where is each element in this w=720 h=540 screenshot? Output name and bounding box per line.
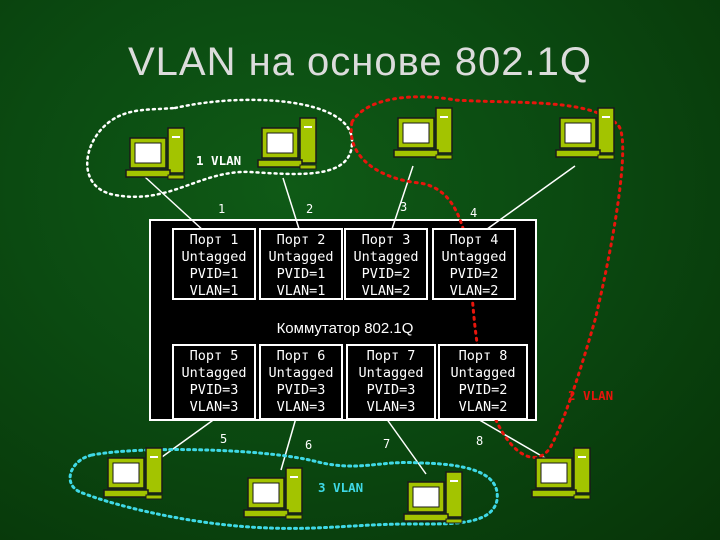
link-line-7 [385, 417, 427, 475]
port-5-pvid: PVID=3 [189, 382, 239, 398]
port-8-mode: Untagged [450, 365, 516, 381]
switch-caption: Коммутатор 802.1Q [276, 320, 414, 337]
port-1-box: Порт 1 Untagged PVID=1 VLAN=1 [172, 228, 256, 300]
port-2-name: Порт 2 [276, 232, 326, 248]
link-line-8 [475, 417, 553, 463]
port-6-name: Порт 6 [276, 348, 326, 364]
port-2-vlan: VLAN=1 [276, 283, 326, 299]
link-number-1: 1 [218, 202, 226, 216]
port-3-mode: Untagged [353, 249, 419, 265]
link-number-7: 7 [383, 437, 391, 451]
port-8-vlan: VLAN=2 [458, 399, 508, 415]
port-1-vlan: VLAN=1 [189, 283, 239, 299]
vlan2-outline [349, 95, 625, 459]
port-1-name: Порт 1 [189, 232, 239, 248]
port-4-box: Порт 4 Untagged PVID=2 VLAN=2 [432, 228, 516, 300]
computer-7-icon [403, 471, 463, 524]
computer-3-icon [393, 107, 453, 160]
port-5-box: Порт 5 Untagged PVID=3 VLAN=3 [172, 344, 256, 420]
port-6-mode: Untagged [268, 365, 334, 381]
port-5-name: Порт 5 [189, 348, 239, 364]
port-8-pvid: PVID=2 [458, 382, 508, 398]
vlan3-outline [68, 448, 499, 530]
link-line-3 [390, 165, 414, 233]
link-number-6: 6 [305, 438, 313, 452]
link-number-3: 3 [400, 200, 408, 214]
port-7-pvid: PVID=3 [366, 382, 416, 398]
port-6-box: Порт 6 Untagged PVID=3 VLAN=3 [259, 344, 343, 420]
port-2-mode: Untagged [268, 249, 334, 265]
computer-2-icon [257, 117, 317, 170]
port-7-mode: Untagged [358, 365, 424, 381]
port-8-name: Порт 8 [458, 348, 508, 364]
link-line-1 [144, 176, 206, 233]
link-line-6 [280, 417, 297, 471]
vlan3-label: 3 VLAN [318, 480, 364, 495]
computer-6-icon [243, 467, 303, 520]
port-7-name: Порт 7 [366, 348, 416, 364]
vlan2-label: 2 VLAN [568, 388, 614, 403]
port-2-box: Порт 2 Untagged PVID=1 VLAN=1 [259, 228, 343, 300]
port-4-mode: Untagged [441, 249, 507, 265]
port-5-vlan: VLAN=3 [189, 399, 239, 415]
link-number-4: 4 [470, 206, 478, 220]
port-3-box: Порт 3 Untagged PVID=2 VLAN=2 [344, 228, 428, 300]
computer-4-icon [555, 107, 615, 160]
port-4-pvid: PVID=2 [449, 266, 499, 282]
port-7-box: Порт 7 Untagged PVID=3 VLAN=3 [346, 344, 436, 420]
link-line-5 [154, 417, 217, 463]
port-8-box: Порт 8 Untagged PVID=2 VLAN=2 [438, 344, 528, 420]
port-2-pvid: PVID=1 [276, 266, 326, 282]
port-3-vlan: VLAN=2 [361, 283, 411, 299]
port-3-pvid: PVID=2 [361, 266, 411, 282]
port-4-name: Порт 4 [449, 232, 499, 248]
vlan1-outline [86, 98, 354, 198]
link-number-8: 8 [476, 434, 484, 448]
port-6-pvid: PVID=3 [276, 382, 326, 398]
port-3-name: Порт 3 [361, 232, 411, 248]
computer-5-icon [103, 447, 163, 500]
port-5-mode: Untagged [181, 365, 247, 381]
port-1-mode: Untagged [181, 249, 247, 265]
slide-title: VLAN на основе 802.1Q [127, 40, 592, 84]
link-number-5: 5 [220, 432, 228, 446]
link-line-4 [482, 165, 576, 233]
port-1-pvid: PVID=1 [189, 266, 239, 282]
port-4-vlan: VLAN=2 [449, 283, 499, 299]
vlan1-label: 1 VLAN [196, 153, 242, 168]
computer-1-icon [125, 127, 185, 180]
link-number-2: 2 [306, 202, 314, 216]
link-line-2 [282, 177, 301, 233]
port-6-vlan: VLAN=3 [276, 399, 326, 415]
port-7-vlan: VLAN=3 [366, 399, 416, 415]
